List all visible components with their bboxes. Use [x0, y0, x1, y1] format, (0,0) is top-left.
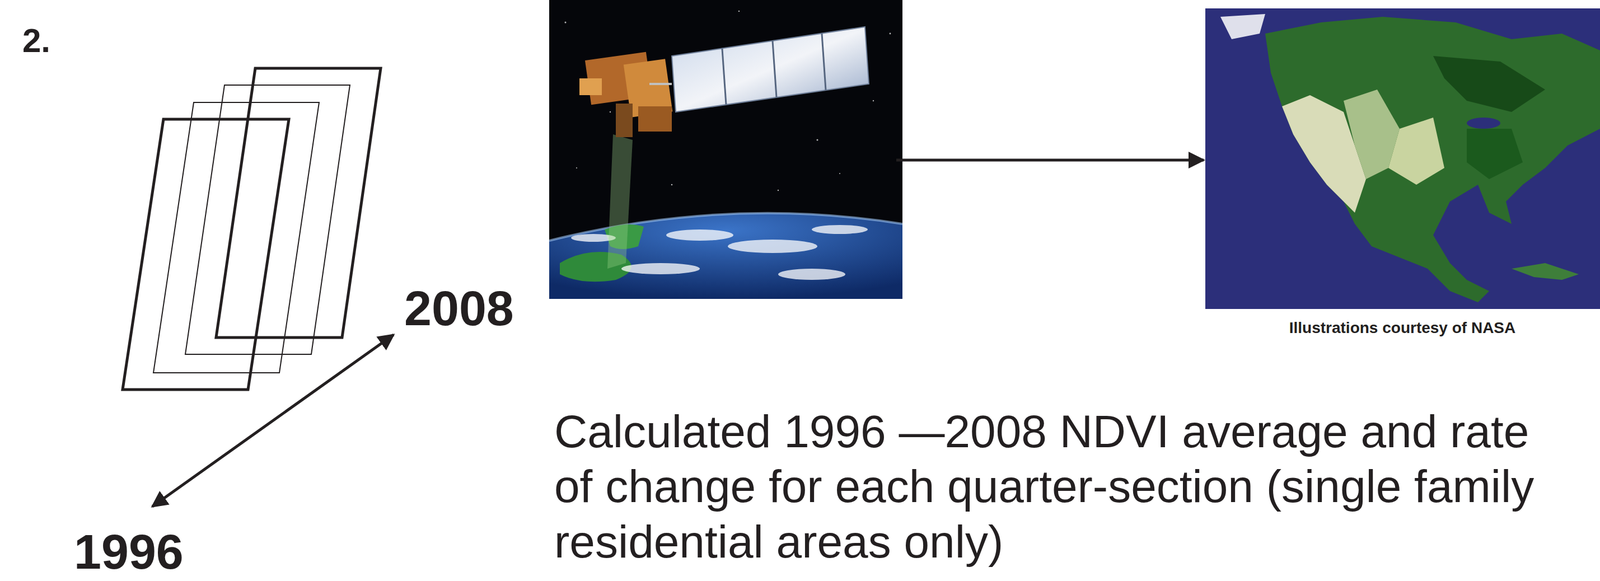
flow-arrow	[896, 158, 1204, 162]
satellite-picture	[549, 0, 903, 299]
method-note: Calculated 1996 —2008 NDVI average and r…	[554, 404, 1579, 570]
credit-note: Illustrations courtesy of NASA	[1289, 319, 1517, 338]
year-label: 2008	[404, 279, 514, 337]
panel-number: 2.	[22, 21, 51, 60]
image-stack	[122, 68, 381, 390]
time-arrow	[152, 334, 394, 507]
year-label: 1996	[73, 523, 184, 580]
ndvi-map	[1205, 8, 1600, 310]
